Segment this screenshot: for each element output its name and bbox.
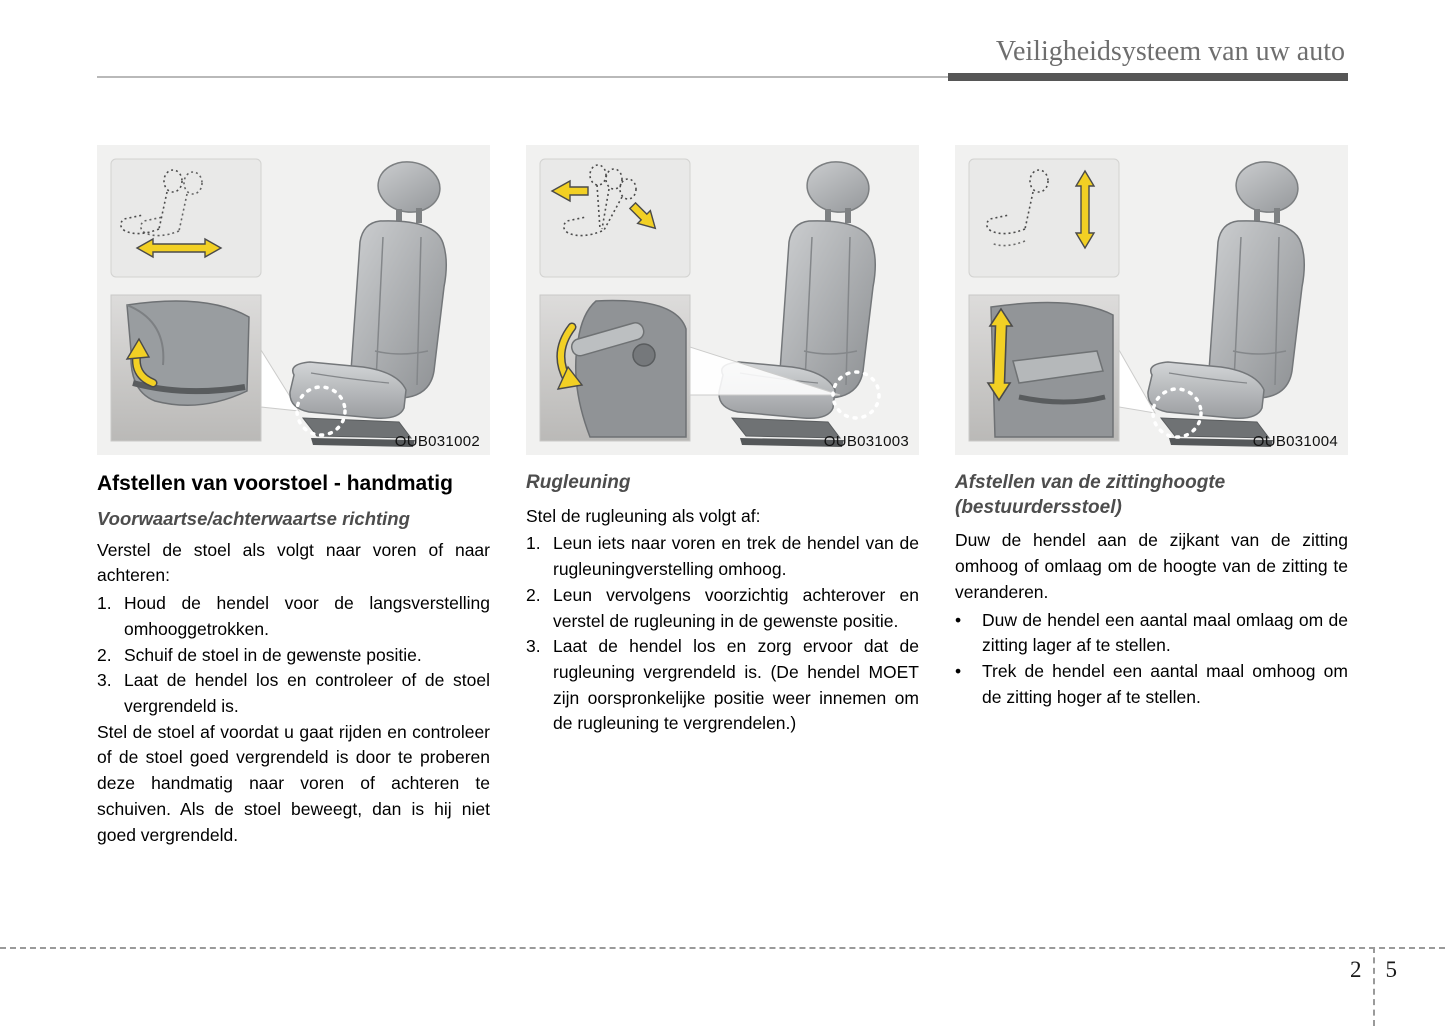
recline-lever-rotate-arrow-icon bbox=[556, 322, 584, 390]
step-number: 3. bbox=[526, 636, 541, 657]
step-number: 1. bbox=[526, 533, 541, 554]
step-item: 3. Laat de hendel los en zorg ervoor dat… bbox=[526, 634, 919, 737]
figure-backrest: OUB031003 bbox=[526, 145, 919, 455]
section-heading: Afstellen van voorstoel - handmatig bbox=[97, 472, 453, 495]
step-text: Laat de hendel los en controleer of de s… bbox=[124, 670, 490, 717]
column-seat-height: OUB031004 Afstellen van de zittinghoogte… bbox=[955, 145, 1348, 710]
step-number: 1. bbox=[97, 593, 112, 614]
highlight-dashed-circle bbox=[1151, 387, 1203, 439]
step-text: Houd de hendel voor de langsverstelling … bbox=[124, 593, 490, 639]
step-item: 1. Leun iets naar voren en trek de hende… bbox=[526, 531, 919, 582]
recline-left-arrow-icon bbox=[550, 179, 589, 203]
intro-paragraph: Stel de rugleuning als volgt af: bbox=[526, 505, 761, 526]
page-number-divider bbox=[1372, 947, 1375, 1026]
column-backrest: OUB031003 Rugleuning Stel de rugleuning … bbox=[526, 145, 919, 737]
bullet-text: Duw de hendel een aantal maal omlaag om … bbox=[982, 609, 1348, 656]
figure-code: OUB031003 bbox=[823, 433, 909, 450]
highlight-dashed-circle bbox=[295, 385, 347, 437]
bullet-item: • Duw de hendel een aantal maal omlaag o… bbox=[955, 608, 1348, 659]
step-text: Leun vervolgens voorzichtig achterover e… bbox=[553, 584, 919, 631]
forward-backward-arrow-icon bbox=[135, 237, 223, 259]
pull-lever-up-arrow-icon bbox=[125, 337, 158, 388]
bullet-text: Trek de hendel een aantal maal omhoog om… bbox=[982, 660, 1348, 707]
step-text: Leun iets naar voren en trek de hendel v… bbox=[553, 533, 919, 580]
bullet-marker: • bbox=[955, 609, 962, 630]
intro-paragraph: Duw de hendel aan de zijkant van de zitt… bbox=[955, 530, 1348, 602]
step-item: 2. Schuif de stoel in de gewenste positi… bbox=[97, 643, 490, 669]
seat-illustration bbox=[289, 161, 447, 447]
seat-positions-dotted-diagram bbox=[119, 169, 203, 237]
outro-paragraph: Stel de stoel af voordat u gaat rijden e… bbox=[97, 721, 490, 845]
pump-up-down-arrow-icon bbox=[986, 307, 1014, 402]
column-seat-forward-back: OUB031002 Afstellen van voorstoel - hand… bbox=[97, 145, 490, 850]
figure-seat-forward-back: OUB031002 bbox=[97, 145, 490, 455]
bullet-item: • Trek de hendel een aantal maal omhoog … bbox=[955, 659, 1348, 710]
step-number: 2. bbox=[97, 644, 112, 665]
seat-forward-back-illustration bbox=[97, 145, 490, 455]
highlight-dashed-circle bbox=[831, 370, 881, 420]
header-rule-dark bbox=[948, 73, 1348, 81]
figure-seat-height: OUB031004 bbox=[955, 145, 1348, 455]
up-down-arrow-icon bbox=[1074, 169, 1096, 250]
step-item: 3. Laat de hendel los en controleer of d… bbox=[97, 668, 490, 719]
step-number: 3. bbox=[97, 670, 112, 691]
section-heading: Rugleuning bbox=[526, 472, 631, 493]
header-rule bbox=[97, 76, 1348, 78]
figure-code: OUB031002 bbox=[394, 433, 480, 450]
footer-dashed-rule bbox=[0, 947, 1445, 949]
chapter-number: 2 bbox=[1350, 957, 1362, 982]
bullet-marker: • bbox=[955, 660, 962, 681]
seat-height-dotted-diagram bbox=[985, 169, 1049, 247]
page-number: 2 5 bbox=[1350, 947, 1397, 1026]
seat-illustration bbox=[718, 161, 876, 447]
recline-positions-dotted-diagram bbox=[562, 164, 637, 237]
recline-down-arrow-icon bbox=[628, 201, 657, 230]
step-text: Schuif de stoel in de gewenste positie. bbox=[124, 644, 422, 665]
step-item: 1. Houd de hendel voor de langsverstelli… bbox=[97, 591, 490, 642]
seat-height-illustration bbox=[955, 145, 1348, 455]
bullet-list: • Duw de hendel een aantal maal omlaag o… bbox=[955, 608, 1348, 711]
page-number-value: 5 bbox=[1385, 957, 1398, 982]
figure-code: OUB031004 bbox=[1252, 433, 1338, 450]
step-item: 2. Leun vervolgens voorzichtig achterove… bbox=[526, 583, 919, 634]
page-title: Veiligheidsysteem van uw auto bbox=[995, 36, 1345, 67]
numbered-steps: 1. Houd de hendel voor de langsverstelli… bbox=[97, 591, 490, 720]
step-number: 2. bbox=[526, 584, 541, 605]
seat-illustration bbox=[1147, 161, 1305, 447]
intro-paragraph: Verstel de stoel als volgt naar voren of… bbox=[97, 539, 490, 586]
section-heading: Afstellen van de zittinghoogte (bestuurd… bbox=[955, 472, 1226, 518]
seat-backrest-illustration bbox=[526, 145, 919, 455]
step-text: Laat de hendel los en zorg ervoor dat de… bbox=[553, 636, 919, 734]
section-subheading: Voorwaartse/achterwaartse richting bbox=[97, 507, 410, 529]
numbered-steps: 1. Leun iets naar voren en trek de hende… bbox=[526, 531, 919, 737]
